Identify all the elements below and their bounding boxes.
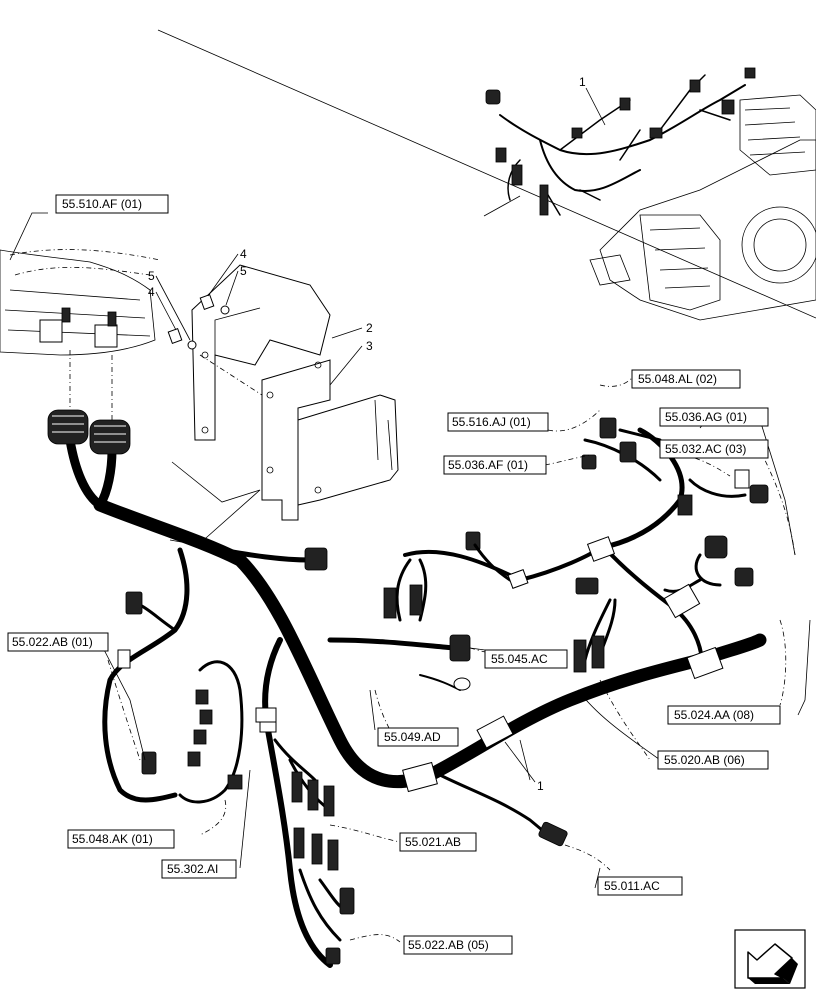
svg-text:55.036.AG (01): 55.036.AG (01) [665, 410, 747, 424]
round-connector-right [89, 419, 131, 455]
inset-view: 1 [157, 29, 816, 321]
svg-text:55.302.AI: 55.302.AI [167, 862, 218, 876]
svg-text:55.516.AJ (01): 55.516.AJ (01) [452, 415, 531, 429]
svg-text:55.048.AL (02): 55.048.AL (02) [638, 372, 717, 386]
ref-55-302-ai: 55.302.AI [161, 859, 237, 879]
ref-55-024-aa-08: 55.024.AA (08) [667, 705, 781, 725]
reference-leaders: 1 [9, 212, 811, 943]
ref-55-516-aj-01: 55.516.AJ (01) [447, 412, 549, 432]
ref-55-021-ab: 55.021.AB [399, 832, 477, 852]
svg-text:55.011.AC: 55.011.AC [604, 879, 660, 893]
ref-55-011-ac: 55.011.AC [597, 876, 683, 896]
svg-text:55.021.AB: 55.021.AB [405, 835, 461, 849]
bracket-assembly: 5 4 4 5 2 3 [148, 247, 399, 521]
bolt-right [199, 294, 230, 315]
svg-text:55.048.AK (01): 55.048.AK (01) [72, 832, 153, 846]
ref-55-022-ab-01: 55.022.AB (01) [7, 632, 109, 652]
direction-arrow-icon [734, 929, 806, 989]
item-number-bracket-b: 3 [366, 339, 373, 353]
ref-55-036-af-01: 55.036.AF (01) [443, 455, 547, 475]
item-number-inset-harness: 1 [579, 75, 586, 89]
item-number-washer-right: 5 [240, 264, 247, 278]
bracket-lower [261, 359, 331, 521]
ref-55-510-af-01: 55.510.AF (01) [55, 194, 169, 214]
ref-55-032-ac-03: 55.032.AC (03) [659, 439, 769, 459]
ref-55-049-ad: 55.049.AD [377, 727, 459, 747]
inset-pointer-line [483, 195, 521, 217]
ref-55-048-al-02: 55.048.AL (02) [631, 369, 741, 389]
tractor-silhouette [589, 94, 816, 321]
ref-55-036-ag-01: 55.036.AG (01) [659, 407, 769, 427]
svg-text:55.022.AB (05): 55.022.AB (05) [408, 938, 489, 952]
svg-text:55.045.AC: 55.045.AC [491, 652, 548, 666]
ref-55-048-ak-01: 55.048.AK (01) [67, 829, 175, 849]
bolt-left [167, 328, 197, 350]
ref-55-020-ab-06: 55.020.AB (06) [657, 750, 769, 770]
bracket-upper [191, 264, 331, 441]
item-number-bracket-a: 2 [366, 321, 373, 335]
main-harness [47, 409, 769, 968]
round-connector-left [47, 409, 89, 445]
svg-text:55.032.AC (03): 55.032.AC (03) [665, 442, 746, 456]
inset-divider-line [157, 29, 816, 319]
item-number-bolt-right: 4 [240, 247, 247, 261]
ref-55-045-ac: 55.045.AC [484, 649, 568, 669]
svg-text:55.020.AB (06): 55.020.AB (06) [664, 753, 745, 767]
svg-text:55.510.AF (01): 55.510.AF (01) [62, 197, 142, 211]
svg-text:55.036.AF (01): 55.036.AF (01) [448, 458, 528, 472]
item-number-bolt-left: 4 [148, 285, 155, 299]
svg-text:55.024.AA (08): 55.024.AA (08) [674, 708, 754, 722]
inset-harness-leader [585, 87, 606, 126]
inset-harness [485, 67, 756, 216]
item-number-washer-left: 5 [148, 269, 155, 283]
ref-55-022-ab-05: 55.022.AB (05) [403, 935, 513, 955]
valve-block [0, 249, 161, 420]
svg-text:55.049.AD: 55.049.AD [384, 730, 441, 744]
item-number-main-harness: 1 [537, 779, 544, 793]
svg-text:55.022.AB (01): 55.022.AB (01) [12, 635, 93, 649]
